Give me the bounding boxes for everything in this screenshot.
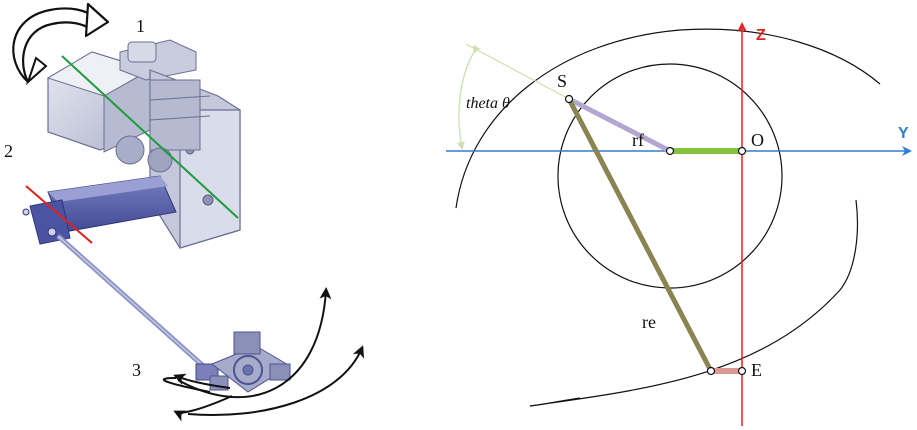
label-2: 2 [4, 141, 13, 161]
label-3: 3 [132, 360, 141, 380]
base-circle [557, 63, 783, 289]
outer-arc-top [455, 28, 881, 209]
rotation-arrow-icon [12, 2, 110, 86]
y-axis-label: Y [898, 125, 909, 142]
point-o-label: O [751, 130, 764, 150]
z-axis-label: Z [756, 27, 766, 44]
point-s-label: S [557, 71, 567, 91]
mechanism-illustration: 1 2 3 [4, 2, 365, 422]
lower-rod [56, 234, 219, 381]
re-label: re [642, 312, 656, 332]
theta-arc [456, 44, 481, 150]
elbow-axis-line [25, 185, 93, 244]
outer-arc-bottom [529, 199, 859, 407]
joint-effector-inner [706, 366, 716, 376]
label-1: 1 [136, 16, 145, 36]
theta-label: theta θ [466, 95, 510, 112]
end-effector-platform [209, 331, 291, 393]
point-e-label: E [751, 360, 762, 380]
re-segment [566, 97, 714, 373]
joint-o [737, 146, 747, 156]
joint-base-inner [665, 146, 675, 156]
rf-segment [567, 96, 672, 154]
angle-guide-line [465, 43, 570, 100]
motor-axis-line [61, 55, 239, 219]
joint-e [737, 366, 747, 376]
motion-arrows-icon [162, 287, 365, 422]
upper-arm [22, 175, 177, 245]
rf-label: rf [632, 130, 644, 150]
kinematic-diagram: Z Y theta θ S O E rf re [446, 22, 912, 426]
joint-s [564, 94, 574, 104]
